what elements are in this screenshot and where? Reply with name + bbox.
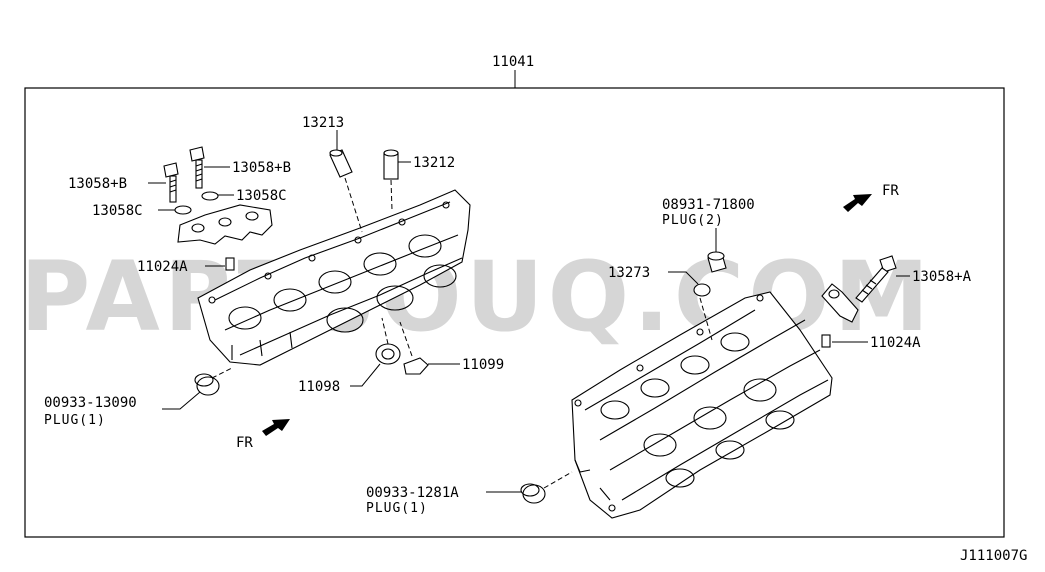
label-13058b-left[interactable]: 13058+B	[68, 176, 127, 192]
part-13058b-bolt-lower[interactable]	[163, 162, 179, 203]
part-bracket-left[interactable]	[177, 204, 273, 245]
cylinder-head-left[interactable]	[197, 189, 471, 366]
fr-arrow-right	[843, 194, 872, 212]
label-11098[interactable]: 11098	[298, 379, 340, 395]
label-plug2[interactable]: PLUG(2)	[662, 213, 724, 228]
label-13058c-left[interactable]: 13058C	[92, 203, 143, 219]
part-13273-washer[interactable]	[693, 283, 711, 297]
label-plug1-left[interactable]: PLUG(1)	[44, 413, 106, 428]
part-11099-cap[interactable]	[403, 357, 429, 375]
label-13273[interactable]: 13273	[608, 265, 650, 281]
label-13213[interactable]: 13213	[302, 115, 344, 131]
part-13058c-washer-lower[interactable]	[174, 205, 192, 215]
label-fr-left: FR	[236, 435, 253, 451]
label-00933-1281a[interactable]: 00933-1281A	[366, 485, 459, 501]
part-13058b-bolt-upper[interactable]	[189, 146, 205, 189]
label-11024a-left[interactable]: 11024A	[137, 259, 188, 275]
fr-arrow-left	[262, 419, 290, 436]
part-13213-dowel[interactable]	[329, 149, 353, 178]
label-08931-71800[interactable]: 08931-71800	[662, 197, 755, 213]
label-13058b-top[interactable]: 13058+B	[232, 160, 291, 176]
drawing-code: J111007G	[960, 548, 1027, 564]
label-13058a[interactable]: 13058+A	[912, 269, 972, 285]
cylinder-head-right[interactable]	[571, 291, 833, 519]
part-11024a-right[interactable]	[821, 334, 831, 348]
part-bracket-right[interactable]	[821, 283, 859, 323]
part-13212-dowel[interactable]	[383, 149, 399, 180]
label-13058c-right[interactable]: 13058C	[236, 188, 287, 204]
label-13212[interactable]: 13212	[413, 155, 455, 171]
part-13058a-bolt[interactable]	[855, 255, 897, 303]
label-plug1-right[interactable]: PLUG(1)	[366, 501, 428, 516]
part-13058c-washer-upper[interactable]	[201, 191, 219, 201]
label-fr-right: FR	[882, 183, 899, 199]
part-08931-71800-plug[interactable]	[707, 251, 727, 273]
part-00933-1281a-plug[interactable]	[520, 483, 546, 504]
label-11099[interactable]: 11099	[462, 357, 504, 373]
label-00933-13090[interactable]: 00933-13090	[44, 395, 137, 411]
label-11024a-right[interactable]: 11024A	[870, 335, 921, 351]
part-11024a-left[interactable]	[225, 257, 235, 271]
part-11098-seal[interactable]	[375, 343, 401, 365]
part-00933-13090-plug[interactable]	[194, 373, 220, 396]
label-11041[interactable]: 11041	[492, 54, 534, 70]
